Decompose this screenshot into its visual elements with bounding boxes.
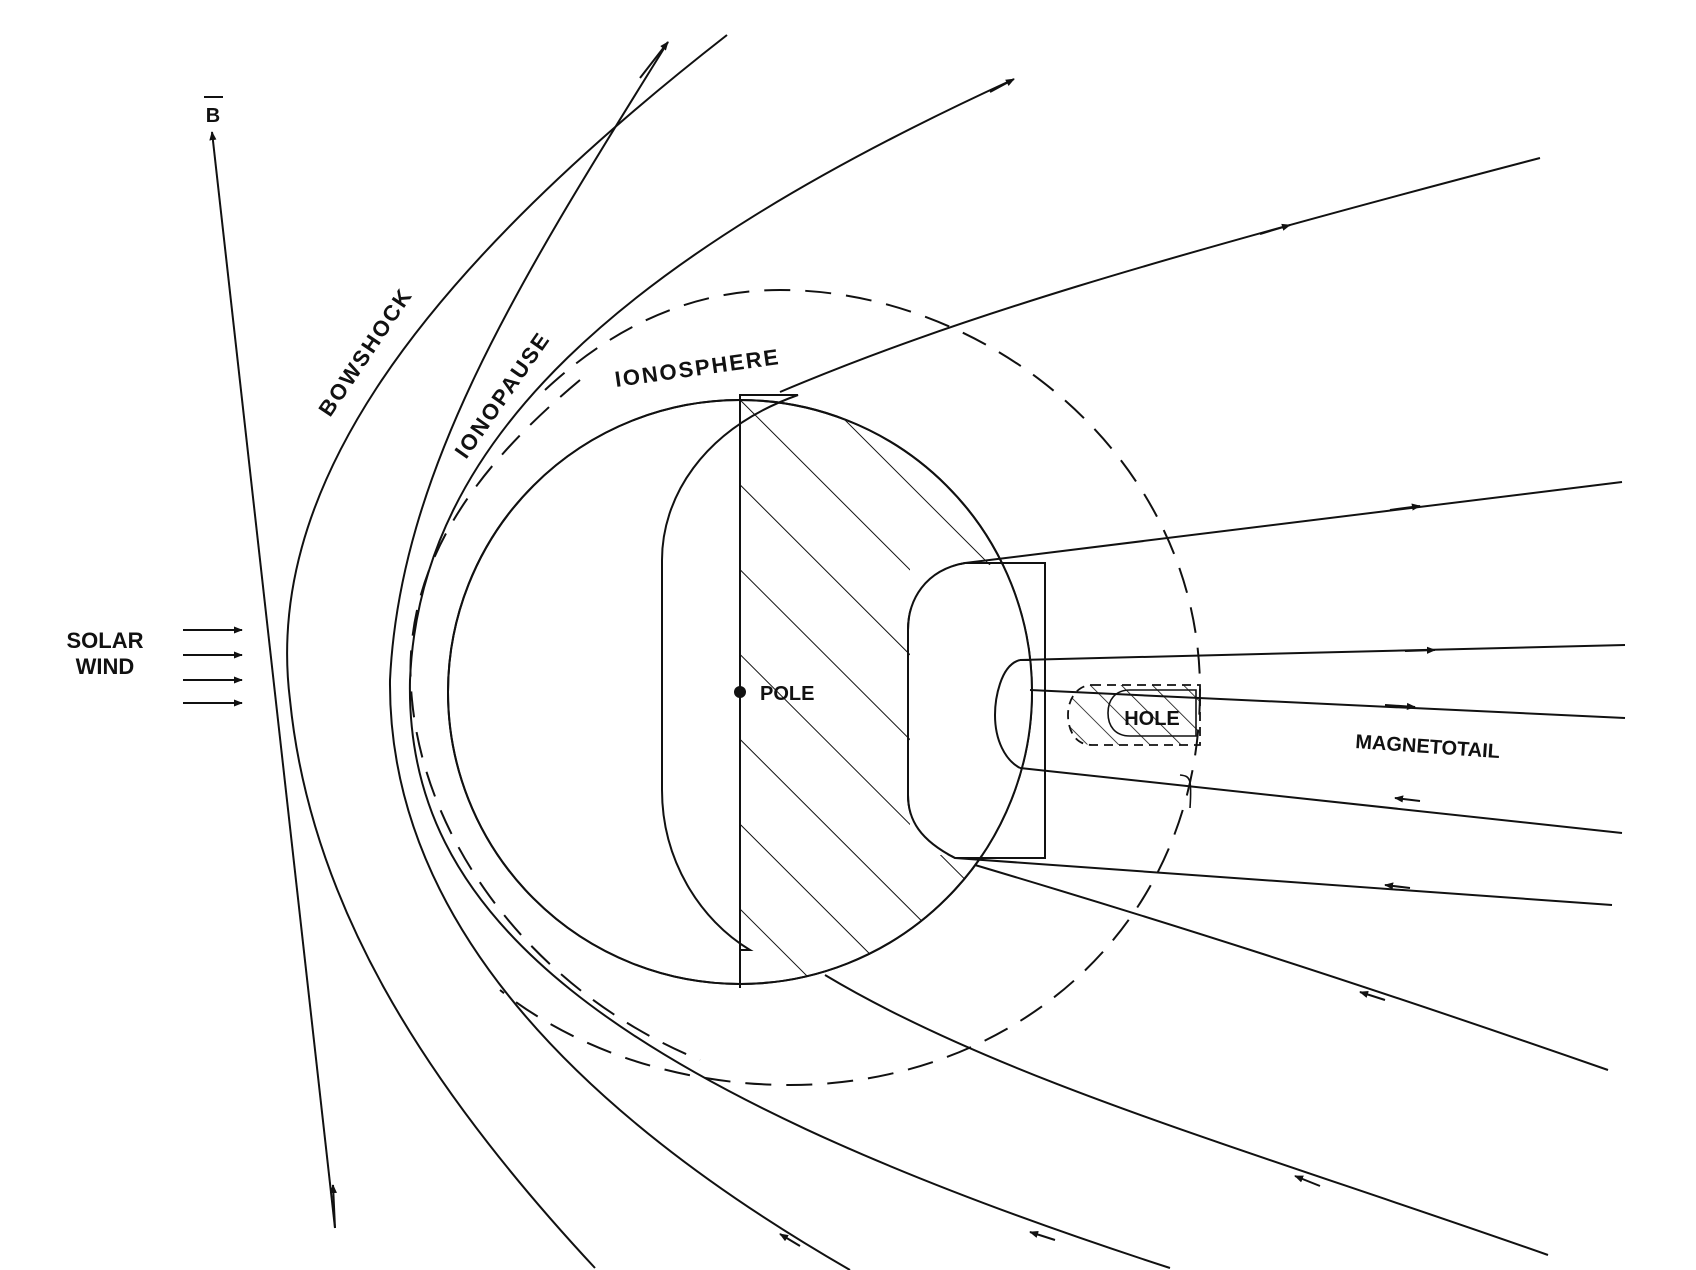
b-field-label: B (206, 105, 220, 127)
magnetic-field-line: B (204, 96, 337, 1229)
ionosphere-label: IONOSPHERE (613, 344, 782, 392)
pole-dot (734, 686, 746, 698)
bowshock-curve (286, 34, 728, 1269)
solar-wind-arrows: SOLAR WIND (67, 626, 243, 707)
magnetotail-field-lines (779, 157, 1626, 1256)
solar-wind-label-line1: SOLAR (67, 628, 144, 653)
hole-region: HOLE (1067, 684, 1201, 746)
hole-label: HOLE (1124, 708, 1180, 730)
ionopause-curve (409, 379, 701, 1061)
pole-label: POLE (760, 683, 814, 705)
solar-wind-label-line2: WIND (76, 654, 135, 679)
magnetotail-inner-lobe (993, 659, 1021, 769)
draped-field-line-outer (388, 41, 851, 1270)
magnetotail-label: MAGNETOTAIL (1355, 731, 1501, 763)
draped-field-line-inner (408, 79, 1171, 1269)
terminator-rounded-region (661, 394, 799, 951)
